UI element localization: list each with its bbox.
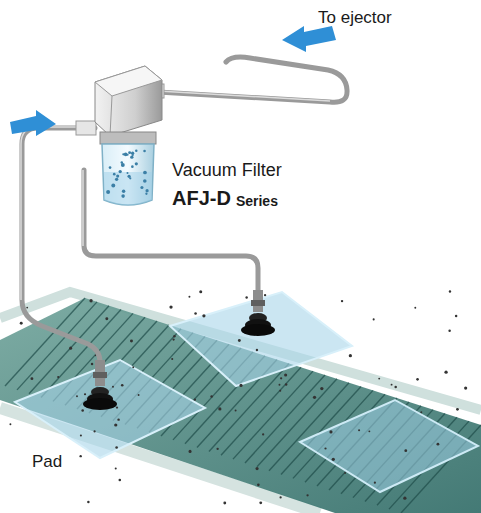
- part-label: Pad: [32, 452, 62, 472]
- vacuum-tube: [22, 57, 347, 362]
- flow-label: To ejector: [318, 8, 392, 28]
- glass-plate: [300, 400, 478, 492]
- suction-pad: [241, 290, 275, 336]
- conveyor-slats: [5, 298, 481, 513]
- suction-pad: [83, 360, 117, 410]
- series-label: Series: [236, 193, 278, 209]
- flow-arrow: [282, 26, 336, 52]
- tube-highlight: [21, 91, 330, 300]
- vacuum-filter: [76, 66, 164, 205]
- component-name: Vacuum Filter: [172, 160, 282, 181]
- flow-arrow: [10, 110, 56, 136]
- model-number: AFJ-D: [172, 187, 231, 210]
- glass-plate: [15, 360, 205, 458]
- dust-particles: [9, 290, 467, 504]
- filtered-particles: [106, 149, 149, 197]
